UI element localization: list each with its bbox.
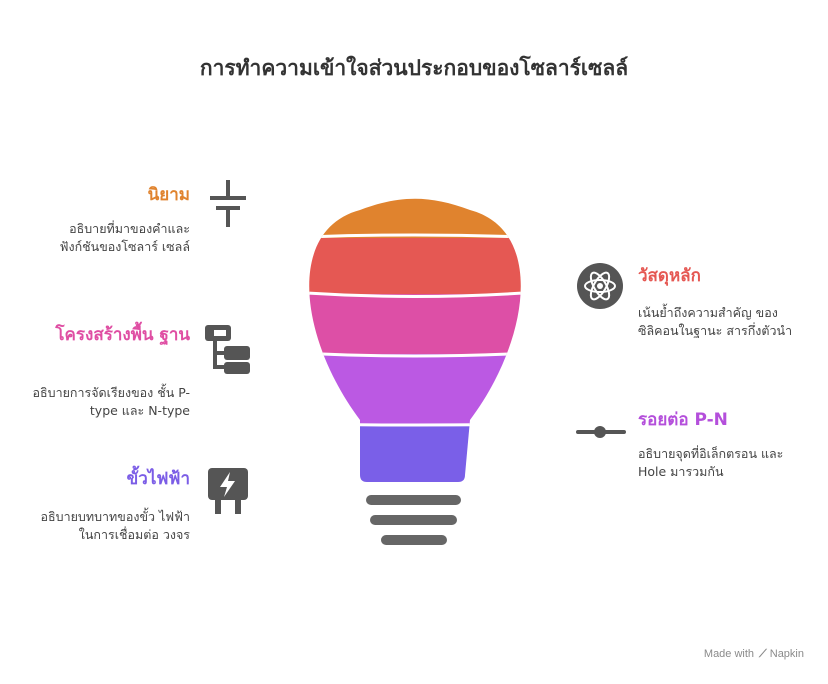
electrode-title: ขั้วไฟฟ้า — [126, 469, 190, 489]
bulb-segment-4 — [309, 354, 521, 424]
brand-label: Napkin — [769, 648, 804, 660]
main-material-description: เน้นย้ำถึงความสำคัญ ของซิลิคอนในฐานะ สาร… — [638, 305, 793, 338]
hierarchy-structure-icon — [205, 325, 250, 374]
bulb-screw-2 — [370, 515, 457, 525]
plus-minus-terminal-icon — [210, 180, 246, 227]
definition-description: อธิบายที่มาของคำและ ฟังก์ชันของโซลาร์ เซ… — [59, 221, 190, 254]
electrode-description: อธิบายบทบาทของขั้ว ไฟฟ้าในการเชื่อมต่อ ว… — [40, 509, 190, 542]
electric-plug-icon — [208, 468, 248, 514]
bulb-segment-3 — [309, 294, 521, 354]
footer-credit: Made with ⟋Napkin — [704, 648, 804, 661]
napkin-logo-icon: ⟋ — [759, 648, 767, 660]
basic-structure-title: โครงสร้างพื้น ฐาน — [55, 325, 190, 345]
made-with-label: Made with — [703, 648, 755, 660]
bulb-screw-1 — [366, 495, 461, 505]
bulb-segment-1 — [309, 198, 521, 238]
bulb-segment-2 — [309, 238, 521, 294]
atom-icon — [577, 263, 623, 309]
basic-structure-description: อธิบายการจัดเรียงของ ชั้น P-type และ N-t… — [32, 385, 190, 418]
main-material-title: วัสดุหลัก — [638, 266, 701, 286]
bulb-screw-3 — [381, 535, 447, 545]
page-title: การทำความเข้าใจส่วนประกอบของโซลาร์เซลล์ — [199, 56, 629, 80]
junction-node-icon — [576, 426, 626, 438]
definition-title: นิยาม — [147, 185, 190, 205]
pn-junction-description: อธิบายจุดที่อิเล็กตรอน และ Hole มารวมกัน — [638, 446, 784, 479]
pn-junction-title: รอยต่อ P-N — [638, 410, 728, 430]
bulb-segment-5 — [309, 424, 521, 482]
